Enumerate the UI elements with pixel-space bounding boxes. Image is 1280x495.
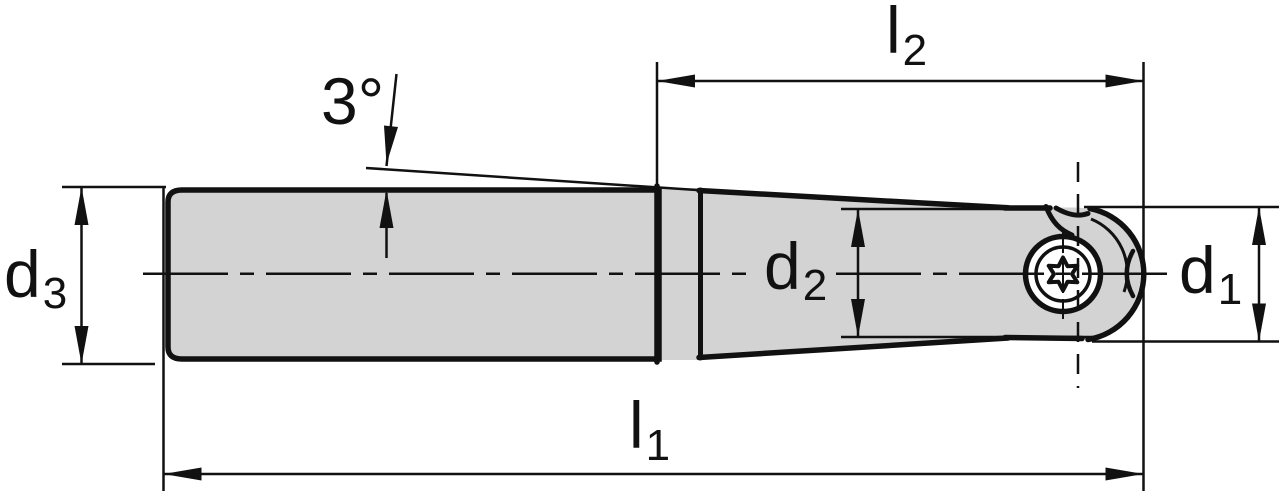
d2-label: d2 [764, 229, 827, 310]
l1-arrow-left [163, 467, 202, 481]
d1-arrow-top [1252, 207, 1266, 245]
d2-arrow-bottom [851, 299, 865, 337]
d3-arrow-bottom [74, 326, 89, 364]
neck-bottom-edge [696, 335, 1011, 361]
d3-arrow-top [74, 187, 89, 225]
dimension-d1: d1 [1084, 205, 1279, 343]
d3-label: d3 [4, 237, 67, 318]
centerlines [143, 162, 1167, 388]
dimension-d3: d3 [4, 185, 166, 366]
neck-top-edge [696, 187, 1011, 211]
l1-arrow-right [1105, 467, 1144, 481]
dimension-l2: l2 [655, 0, 1145, 491]
dimension-l1: l1 [162, 362, 1144, 491]
l2-arrow-right [1105, 74, 1144, 88]
l1-label: l1 [629, 388, 670, 470]
angle-arrow-lower [379, 190, 394, 228]
angle-arrow-upper [384, 125, 398, 164]
insert-seat-notch-arc [1053, 205, 1091, 218]
dimension-taper-angle: 3° [321, 64, 705, 258]
taper-angle-label: 3° [321, 64, 384, 138]
d1-label: d1 [1179, 233, 1242, 314]
l2-label: l2 [886, 0, 927, 75]
d1-arrow-bottom [1252, 303, 1266, 342]
taper-extension-line [365, 166, 705, 192]
l2-arrow-left [657, 74, 695, 88]
dimension-d2: d2 [764, 207, 1096, 339]
d2-arrow-top [851, 209, 865, 247]
